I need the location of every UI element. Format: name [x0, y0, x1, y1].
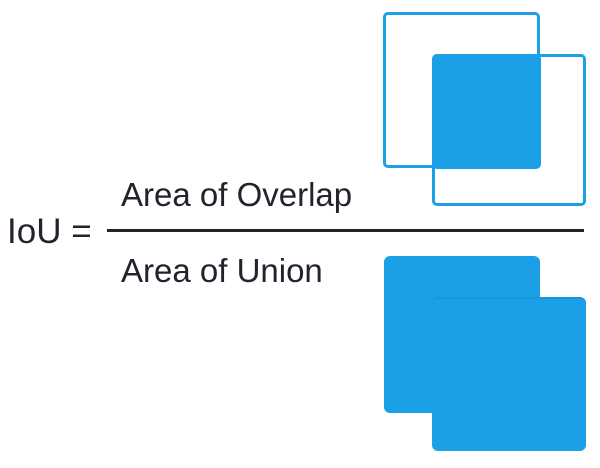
numerator-label: Area of Overlap	[121, 176, 353, 213]
union-box-b-fill	[432, 297, 586, 451]
iou-equals-label: IoU =	[7, 212, 92, 251]
denominator-label: Area of Union	[121, 252, 323, 289]
intersection-fill	[432, 54, 541, 169]
fraction-bar	[107, 229, 584, 232]
